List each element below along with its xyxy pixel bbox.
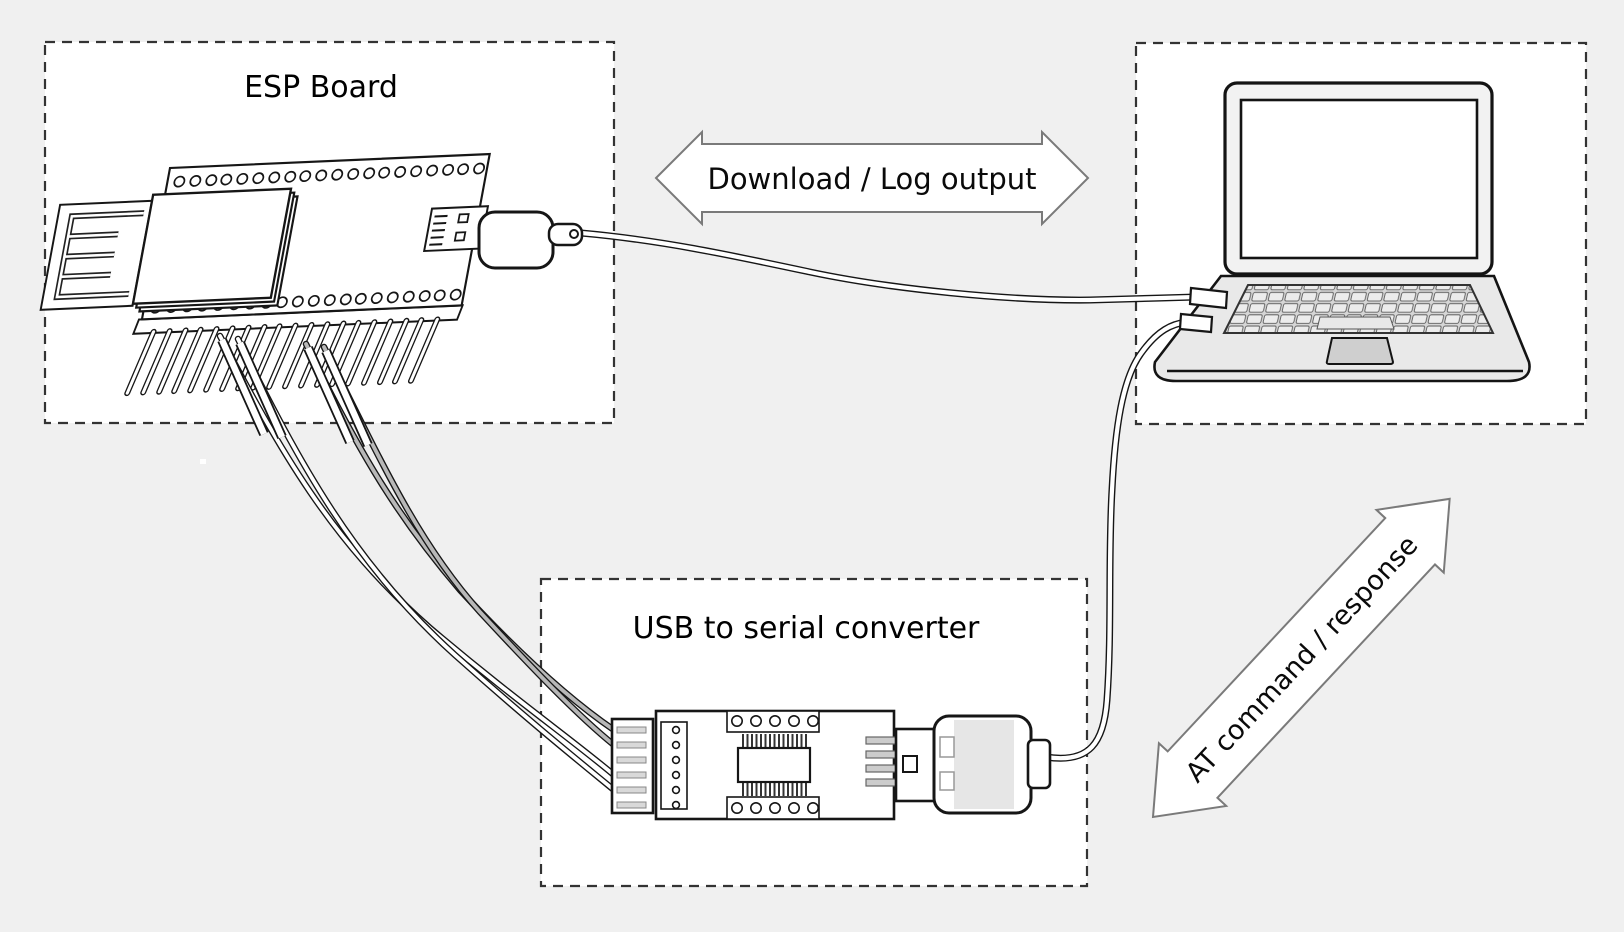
usb-plug-notch-top — [939, 736, 955, 758]
converter-header-footprint — [660, 721, 688, 810]
laptop-illustration — [1153, 81, 1531, 383]
usb-plug-notch-bottom — [939, 771, 955, 791]
usb-plug-converter-shade — [954, 720, 1014, 809]
laptop-usb-port-bottom — [1178, 312, 1214, 334]
usb-plug-esp-divot — [569, 229, 579, 239]
laptop-trackpad — [1325, 337, 1395, 365]
micro-usb-connector — [422, 205, 490, 253]
usb-plug-esp — [477, 210, 555, 270]
download-log-arrow: Download / Log output — [654, 129, 1090, 227]
laptop-screen — [1239, 98, 1479, 260]
converter-bottom-holes — [730, 801, 819, 814]
usb-plug-strain-relief — [1026, 738, 1052, 790]
ic-chip-legs — [742, 734, 807, 796]
usb-cable-esp-to-laptop — [477, 210, 1196, 300]
usb-male-hole — [902, 755, 918, 773]
background-artifact-dot — [200, 459, 206, 464]
wire-header-block — [610, 717, 655, 815]
laptop-spacebar — [1316, 316, 1395, 330]
at-command-arrow: AT command / response — [1151, 497, 1451, 819]
at-command-arrow-label: AT command / response — [1180, 530, 1424, 789]
wire-header-slots — [616, 726, 647, 809]
usb-serial-converter-title: USB to serial converter — [633, 611, 980, 646]
laptop-keyboard — [1222, 284, 1495, 334]
converter-top-holes — [730, 714, 819, 727]
ic-chip-body — [736, 746, 812, 784]
download-log-arrow-label: Download / Log output — [707, 162, 1036, 196]
usb-serial-converter-illustration — [610, 709, 1052, 821]
esp-module-shield — [131, 187, 293, 306]
laptop-usb-port-top — [1188, 286, 1229, 310]
esp-board-illustration — [39, 152, 492, 398]
esp-board-title: ESP Board — [244, 70, 398, 105]
converter-header-pins — [671, 725, 681, 810]
